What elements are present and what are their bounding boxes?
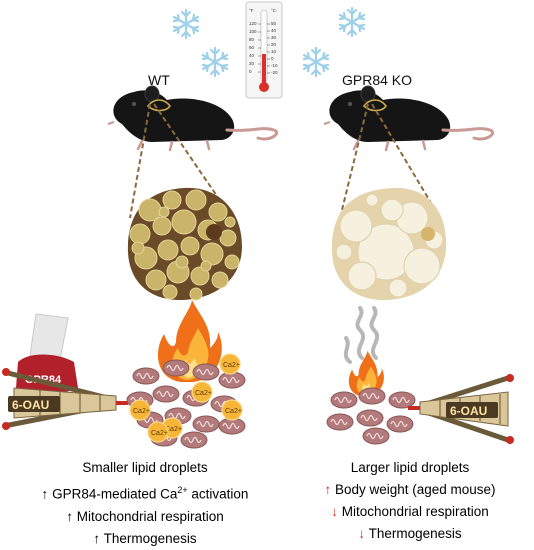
lipid-droplet: [158, 206, 170, 218]
f-tick-label: 120: [249, 21, 257, 26]
c-tick-label: -10: [271, 63, 278, 68]
lipid-droplet: [189, 287, 203, 301]
syringe-icon: 6-OAU: [408, 374, 514, 444]
ko-caption: Larger lipid droplets ↑ Body weight (age…: [300, 457, 520, 545]
drug-label-right: 6-OAU: [450, 404, 487, 418]
svg-text:Ca2+: Ca2+: [133, 408, 150, 415]
lipid-droplet: [200, 260, 212, 272]
lipid-droplet: [380, 198, 404, 222]
mitochondrion: [326, 413, 354, 431]
ko-caption-line4: ↓ Thermogenesis: [358, 526, 462, 541]
lipid-droplet: [180, 236, 200, 256]
calcium-ion: Ca2+: [219, 353, 241, 375]
f-tick-label: 20: [249, 61, 255, 66]
f-tick-label: 60: [249, 45, 255, 50]
svg-text:Ca2+: Ca2+: [223, 362, 240, 369]
f-tick-label: 40: [249, 53, 255, 58]
c-tick-label: 20: [271, 42, 277, 47]
lipid-droplet: [185, 189, 207, 211]
lipid-droplet: [152, 216, 172, 236]
lipid-droplet: [157, 239, 179, 261]
lipid-droplet: [335, 243, 353, 261]
lipid-droplet: [224, 254, 240, 270]
lipid-droplet: [175, 255, 189, 269]
c-tick-label: 50: [271, 21, 277, 26]
lipid-droplet: [365, 193, 379, 207]
ko-adipocyte: [331, 187, 447, 300]
wt-caption-line1: Smaller lipid droplets: [82, 460, 208, 475]
lipid-droplet: [145, 269, 167, 291]
unit-f-label: °F: [249, 8, 254, 13]
wt-caption: Smaller lipid droplets ↑ GPR84-mediated …: [20, 457, 270, 550]
wt-caption-line3: ↑ Mitochondrial respiration: [66, 508, 224, 524]
f-tick-label: 0: [249, 69, 252, 74]
mitochondrion: [152, 385, 180, 403]
mitochondrion: [362, 427, 390, 445]
svg-text:Ca2+: Ca2+: [151, 430, 168, 437]
mitochondrion: [132, 367, 160, 385]
c-tick-label: 30: [271, 35, 277, 40]
mouse-icon: [322, 84, 495, 152]
lipid-droplet: [211, 271, 229, 289]
mitochondrion: [386, 415, 414, 433]
lipid-droplet: [162, 284, 178, 300]
mitochondrion: [162, 359, 190, 377]
mitochondria-icon: [326, 387, 416, 445]
calcium-ion: Ca2+: [147, 421, 169, 443]
c-tick-label: 10: [271, 49, 277, 54]
lipid-droplet: [388, 278, 408, 298]
svg-text:Ca2+: Ca2+: [225, 408, 242, 415]
lipid-droplet: [339, 209, 373, 243]
lipid-droplet: [200, 242, 224, 266]
mitochondrion: [192, 415, 220, 433]
c-tick-label: 0: [271, 56, 274, 61]
snowflake-icon: [338, 6, 366, 38]
drug-label-left: 6-OAU: [12, 398, 49, 412]
calcium-ion: Ca2+: [221, 399, 243, 421]
svg-text:Ca2+: Ca2+: [195, 390, 212, 397]
lipid-droplet: [208, 202, 228, 222]
mitochondrion: [356, 409, 384, 427]
mitochondrion: [180, 431, 208, 449]
nucleus: [206, 224, 222, 240]
c-tick-label: -20: [271, 70, 278, 75]
nucleus: [421, 227, 435, 241]
lipid-droplet: [131, 241, 145, 255]
ko-caption-line3: ↓ Mitochondrial respiration: [331, 504, 489, 519]
lipid-droplet: [347, 261, 377, 291]
lipid-droplet: [162, 190, 182, 210]
calcium-ion: Ca2+: [191, 381, 213, 403]
smoke-icon: [343, 306, 380, 364]
ko-title: GPR84 KO: [342, 72, 413, 88]
mitochondrion: [358, 387, 386, 405]
lipid-droplet: [129, 223, 151, 245]
ko-caption-line2: ↑ Body weight (aged mouse): [324, 482, 496, 497]
lipid-droplet: [403, 247, 441, 285]
svg-text:Ca2+: Ca2+: [165, 426, 182, 433]
mitochondrion: [192, 363, 220, 381]
mitochondrion: [388, 391, 416, 409]
wt-adipocyte: [127, 187, 242, 301]
mitochondrion: [330, 391, 358, 409]
f-tick-label: 100: [249, 29, 257, 34]
c-tick-label: 40: [271, 28, 277, 33]
snowflake-icon: [302, 46, 330, 78]
snowflake-icon: [172, 8, 200, 40]
calcium-ion: Ca2+: [161, 417, 183, 439]
unit-c-label: °C: [271, 8, 277, 13]
f-tick-label: 80: [249, 37, 255, 42]
ko-caption-line1: Larger lipid droplets: [350, 460, 470, 475]
lipid-droplet: [190, 266, 210, 286]
lipid-droplet: [224, 216, 236, 228]
syringe-icon: GPR84 6-OAU: [2, 313, 128, 430]
wt-caption-line4: ↑ Thermogenesis: [93, 530, 197, 546]
calcium-ion: Ca2+: [129, 399, 151, 421]
wt-caption-line2: ↑ GPR84-mediated Ca2+ activation: [41, 485, 249, 502]
wt-title: WT: [148, 72, 170, 88]
lipid-droplet: [171, 209, 197, 235]
snowflake-icon: [201, 46, 229, 78]
lipid-droplet: [219, 229, 237, 247]
